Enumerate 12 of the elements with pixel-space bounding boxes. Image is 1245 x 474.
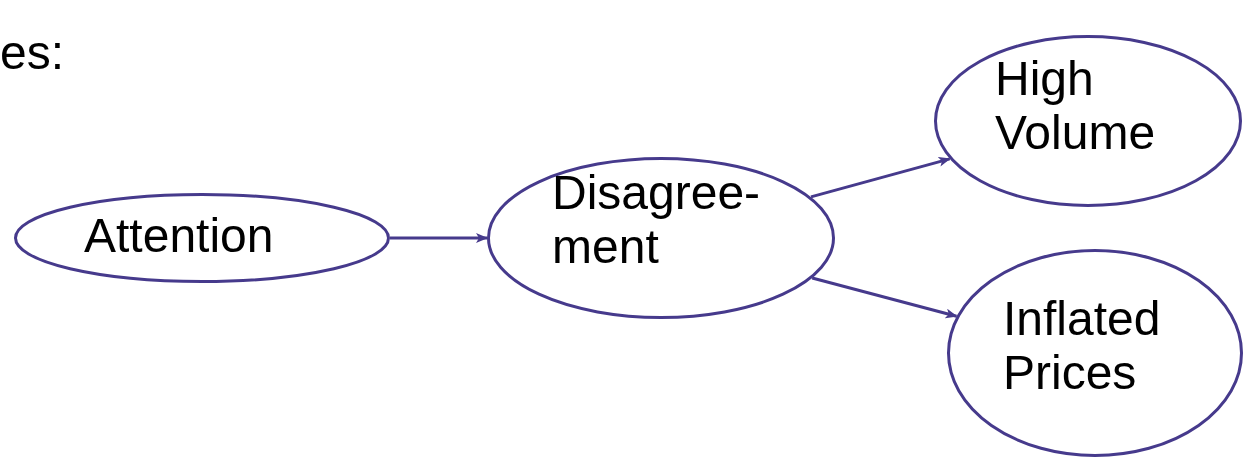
ellipse-node (947, 249, 1243, 457)
node-label: Inflated Prices (1003, 292, 1162, 400)
text-fragment: es: (0, 26, 65, 80)
ellipse-node (934, 35, 1242, 207)
node-label: Attention (84, 209, 275, 263)
arrow (390, 233, 488, 243)
node-label: Disagree- ment (552, 166, 762, 274)
arrow (810, 156, 951, 199)
ellipse-node (14, 193, 390, 283)
arrow (811, 276, 958, 319)
ellipse-node (487, 157, 835, 319)
node-label: High Volume (995, 52, 1157, 160)
